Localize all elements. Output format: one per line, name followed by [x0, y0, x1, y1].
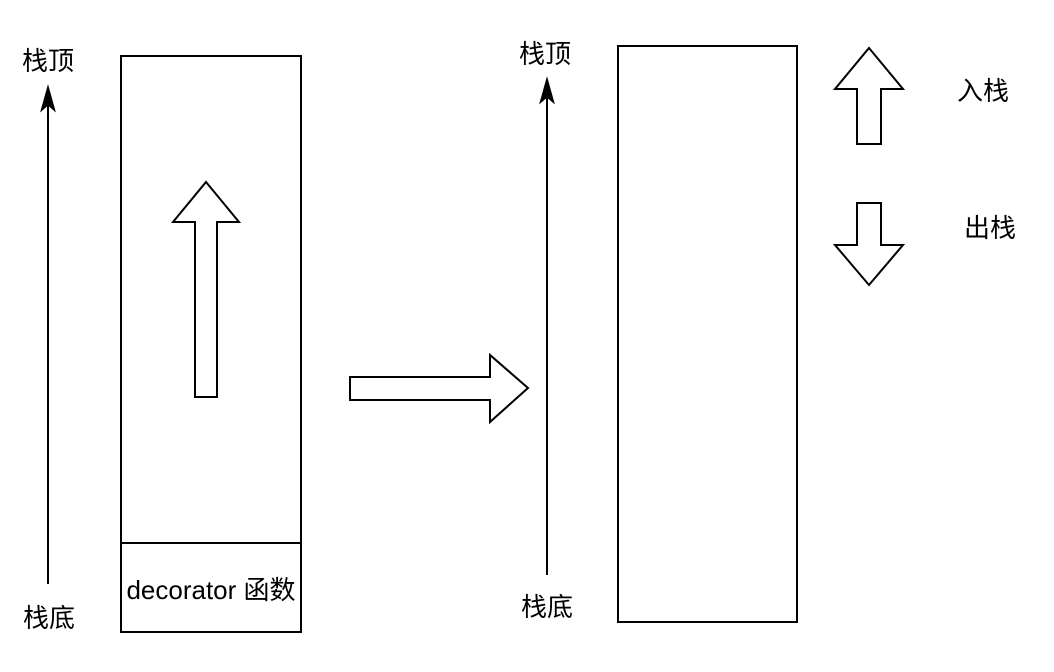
transform-right-arrow-icon	[349, 352, 530, 425]
pop-down-arrow-icon	[832, 202, 906, 287]
right-stack-rect	[617, 45, 798, 623]
push-up-arrow-icon	[832, 46, 906, 145]
left-stack-top-label: 栈顶	[22, 46, 74, 76]
right-stack-group: 栈顶 栈底	[519, 39, 798, 623]
push-label: 入栈	[957, 76, 1009, 106]
pop-label: 出栈	[964, 213, 1016, 243]
left-stack-group: 栈顶 栈底 decorator 函数	[22, 46, 302, 633]
left-axis-up-arrowhead-icon	[40, 84, 56, 113]
left-stack-bottom-label: 栈底	[23, 603, 75, 633]
right-stack-bottom-label: 栈底	[521, 592, 573, 622]
legend-group: 入栈 出栈	[832, 46, 1016, 287]
decorator-frame-label: decorator 函数	[126, 575, 295, 605]
right-stack-top-label: 栈顶	[519, 39, 571, 69]
stack-growth-up-arrow-icon	[170, 180, 242, 398]
right-axis-up-arrowhead-icon	[539, 76, 555, 105]
